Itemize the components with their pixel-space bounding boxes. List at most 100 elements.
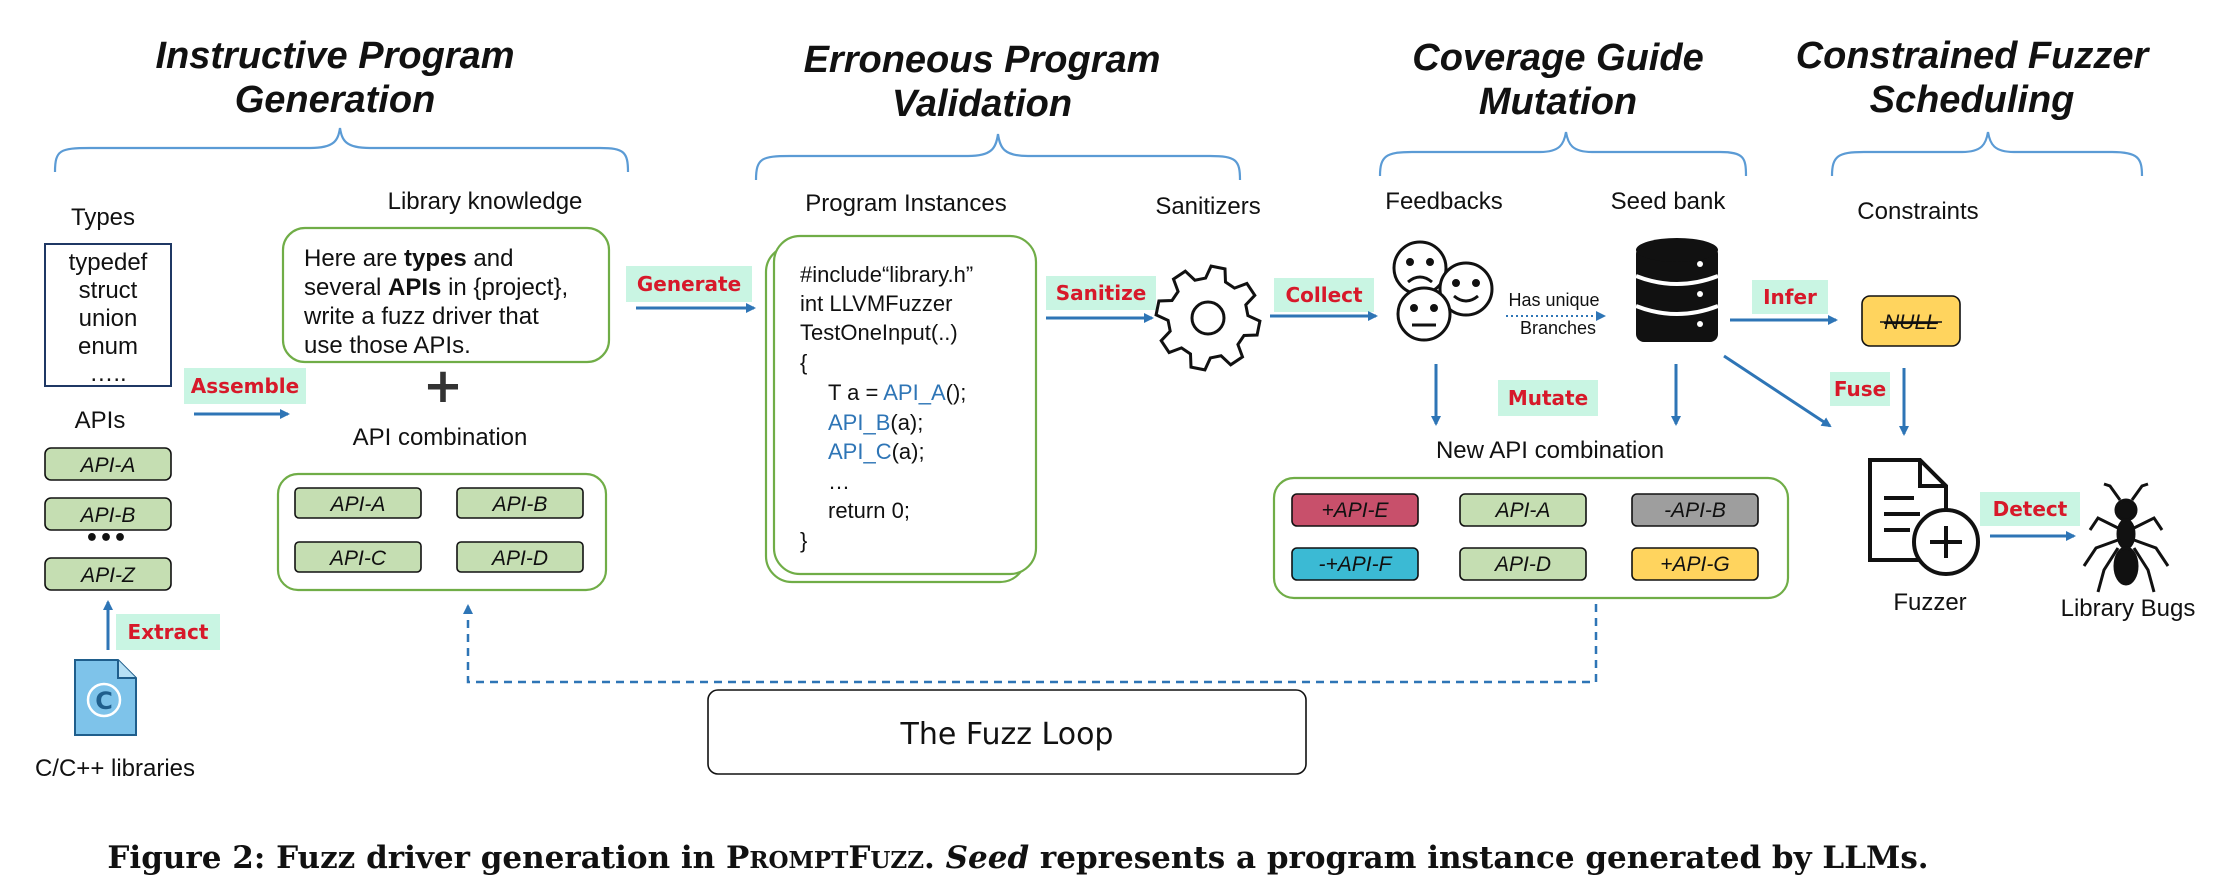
library-bugs-label: Library Bugs	[2061, 595, 2196, 622]
sanitize-tag	[1046, 276, 1156, 310]
faces-icon	[1392, 240, 1494, 342]
collect-tag-label: Collect	[1285, 283, 1363, 307]
fuse-diagonal-arrow	[1723, 354, 1832, 428]
code-block: #include“library.h” int LLVMFuzzer TestO…	[800, 262, 973, 553]
code-line-3: TestOneInput(..)	[800, 320, 958, 345]
c-file-letter: C	[95, 687, 113, 715]
new-api-chip-label: -+API-F	[1319, 553, 1393, 576]
type-item-3: union	[79, 305, 138, 332]
new-api-chip-label: +API-E	[1321, 499, 1389, 522]
combo-api-b-label: API-B	[491, 493, 548, 516]
brace-1	[53, 127, 630, 173]
type-item-5: …..	[89, 360, 126, 387]
detect-tag-label: Detect	[1993, 497, 2068, 521]
new-api-combination-title: New API combination	[1436, 437, 1664, 464]
code-line-5: T a = API_A();	[828, 380, 966, 405]
fuse-tag-label: Fuse	[1834, 377, 1886, 401]
api-list: API-A API-B ••• API-Z	[44, 447, 172, 591]
new-api-chip	[1631, 493, 1759, 527]
type-item-1: typedef	[69, 249, 148, 276]
figure-caption: Figure 2: Fuzz driver generation in PROM…	[107, 840, 1928, 876]
bug-icon	[2082, 482, 2170, 593]
combo-api-b	[456, 487, 584, 519]
api-combination-title: API combination	[353, 424, 528, 451]
new-api-chip-label: API-D	[1493, 553, 1551, 576]
section-heading-coverage: Coverage Guide Mutation	[1412, 37, 1703, 123]
new-api-chip-label: -API-B	[1664, 499, 1726, 522]
sanitizers-title: Sanitizers	[1155, 193, 1260, 220]
mutate-tag-label: Mutate	[1508, 386, 1588, 410]
fuzzer-label: Fuzzer	[1893, 589, 1966, 616]
extract-tag	[116, 614, 220, 650]
new-api-chip-label: API-A	[1494, 499, 1551, 522]
fuzzer-file-icon	[1868, 458, 1980, 576]
combo-api-c-label: API-C	[328, 547, 387, 570]
program-instance-front	[772, 234, 1038, 576]
api-ellipsis: •••	[85, 526, 127, 551]
code-line-1: #include“library.h”	[800, 262, 973, 287]
feedbacks-title: Feedbacks	[1385, 188, 1502, 215]
api-b-chip	[44, 497, 172, 531]
extract-tag-label: Extract	[128, 620, 209, 644]
fuzz-loop-label: The Fuzz Loop	[900, 717, 1114, 752]
code-line-4: {	[800, 350, 807, 375]
seed-bank-title: Seed bank	[1611, 188, 1727, 215]
program-instances-title: Program Instances	[805, 190, 1006, 217]
library-knowledge-title: Library knowledge	[388, 188, 583, 215]
new-api-chip	[1291, 493, 1419, 527]
api-combination-box	[276, 472, 608, 592]
infer-tag	[1752, 280, 1828, 314]
api-b-label: API-B	[79, 504, 136, 527]
combo-api-c	[294, 541, 422, 573]
code-line-7: API_C(a);	[828, 439, 925, 464]
fuzz-loop-box	[707, 689, 1307, 775]
combo-api-d	[456, 541, 584, 573]
types-box	[44, 243, 172, 387]
sanitize-tag-label: Sanitize	[1056, 281, 1147, 305]
new-api-chips: +API-E API-A -API-B -+API-F API-D +API-G	[1291, 493, 1759, 581]
fuse-tag	[1830, 372, 1890, 406]
plus-sign: +	[423, 358, 463, 414]
code-line-6: API_B(a);	[828, 410, 923, 435]
gear-icon	[1154, 264, 1262, 372]
brace-3	[1378, 131, 1748, 177]
new-api-combination-box	[1272, 476, 1790, 600]
type-item-2: struct	[79, 277, 138, 304]
collect-tag	[1274, 278, 1374, 312]
combo-api-a-label: API-A	[329, 493, 386, 516]
api-z-chip	[44, 557, 172, 591]
section-3-line-1: Coverage Guide	[1412, 37, 1703, 79]
code-line-10: }	[800, 528, 807, 553]
c-file-icon: C	[74, 659, 137, 736]
section-heading-instructive: Instructive Program Generation	[156, 35, 515, 121]
brace-2	[754, 133, 1242, 181]
lk-line-2: several APIs in {project},	[304, 274, 568, 301]
libraries-label: C/C++ libraries	[35, 755, 195, 782]
new-api-chip	[1631, 547, 1759, 581]
section-4-line-2: Scheduling	[1870, 79, 2075, 121]
section-4-line-1: Constrained Fuzzer	[1796, 35, 2151, 77]
lk-line-3: write a fuzz driver that	[303, 303, 539, 330]
lk-line-4: use those APIs.	[304, 332, 471, 359]
assemble-tag-label: Assemble	[191, 374, 299, 398]
apis-title: APIs	[75, 407, 126, 434]
detect-tag	[1980, 492, 2080, 526]
null-constraint-chip	[1861, 295, 1961, 347]
constraints-title: Constraints	[1857, 198, 1978, 225]
types-title: Types	[71, 204, 135, 231]
code-line-9: return 0;	[828, 498, 910, 523]
combo-api-a	[294, 487, 422, 519]
section-2-line-2: Validation	[892, 83, 1072, 125]
new-api-chip-label: +API-G	[1660, 553, 1729, 576]
assemble-tag	[184, 368, 306, 404]
code-line-8: …	[828, 469, 850, 494]
section-2-line-1: Erroneous Program	[804, 39, 1161, 81]
combo-api-d-label: API-D	[490, 547, 548, 570]
code-line-2: int LLVMFuzzer	[800, 291, 952, 316]
section-heading-erroneous: Erroneous Program Validation	[804, 39, 1161, 125]
api-a-chip	[44, 447, 172, 481]
new-api-chip	[1291, 547, 1419, 581]
lk-line-1: Here are types and	[304, 245, 513, 272]
brace-4	[1830, 131, 2144, 177]
